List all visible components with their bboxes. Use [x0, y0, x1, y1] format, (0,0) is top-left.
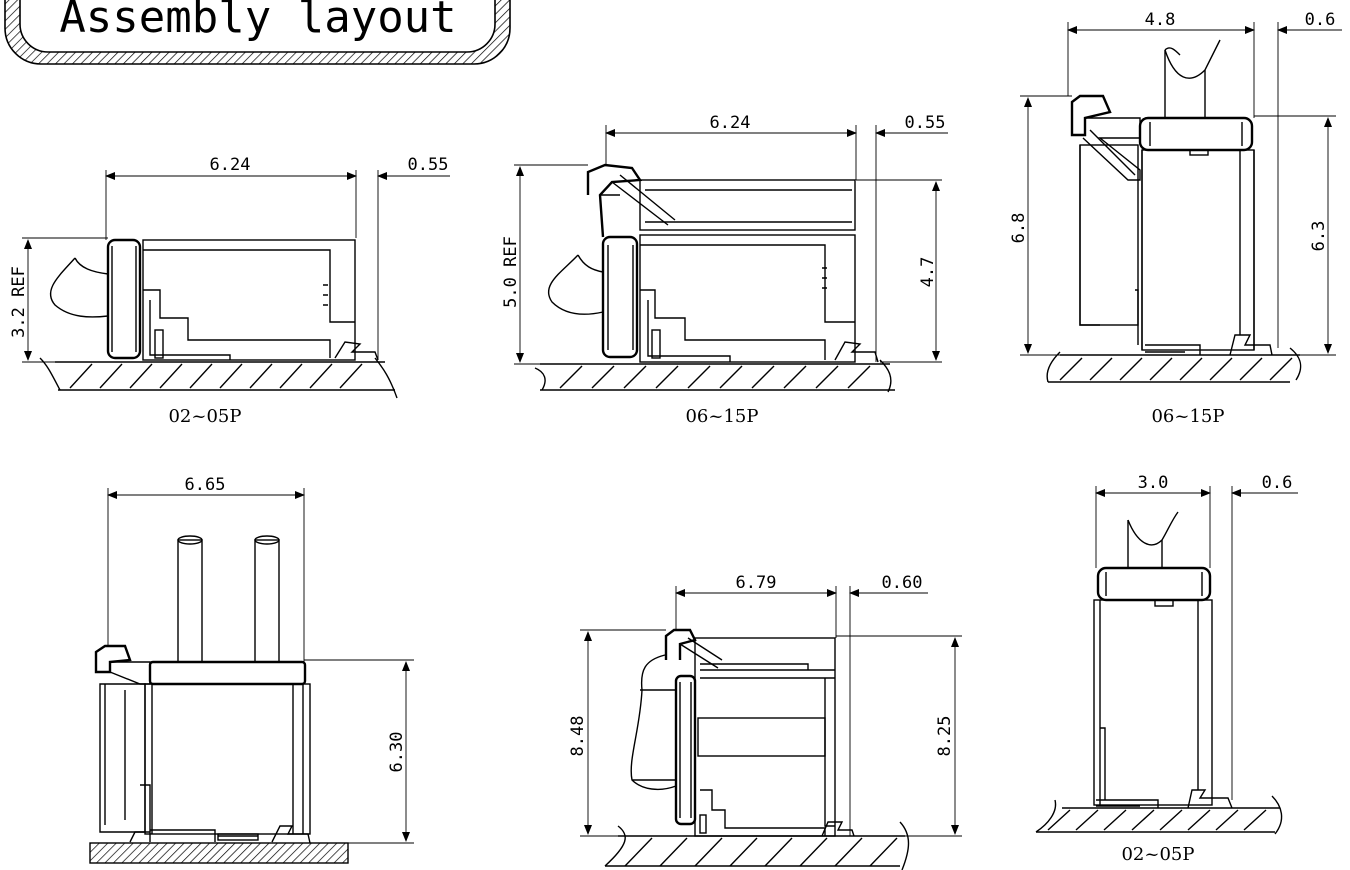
- view-06-15p-side: 6.24 0.55 5.0 REF 4.7 06~15P: [501, 113, 948, 427]
- view-caption: 02~05P: [168, 406, 241, 427]
- ground-hatch: [89, 842, 349, 864]
- ground-hatch: [604, 821, 910, 870]
- dim-width: 6.24: [710, 113, 751, 133]
- view-02-05p-top: 3.0 0.6 02~05P: [1035, 473, 1298, 865]
- dim-height-right: 6.3: [1309, 221, 1329, 252]
- dim-height-right: 8.25: [935, 716, 955, 757]
- view-caption: 06~15P: [1151, 406, 1224, 427]
- dim-offset: 0.55: [408, 155, 449, 175]
- view-02-05p-side: 6.24 0.55 3.2 REF 02~05P: [9, 155, 450, 427]
- ground-hatch: [534, 359, 895, 393]
- dim-height-right: 4.7: [918, 257, 938, 288]
- page-title: Assembly layout: [59, 0, 456, 43]
- view-bottom-left: 6.65 6.30: [89, 475, 414, 864]
- dim-height: 3.2 REF: [9, 266, 29, 338]
- dim-offset: 0.60: [882, 573, 923, 593]
- dim-width: 6.65: [185, 475, 226, 495]
- ground-hatch: [39, 357, 398, 399]
- dim-width: 4.8: [1145, 10, 1176, 30]
- dim-height: 6.30: [387, 732, 407, 773]
- title-block: Assembly layout: [4, 0, 511, 65]
- dim-height-left: 6.8: [1009, 213, 1029, 244]
- view-caption: 02~05P: [1121, 844, 1194, 865]
- view-bottom-center: 6.79 0.60 8.48 8.25: [568, 573, 962, 870]
- ground-hatch: [1035, 795, 1283, 835]
- dim-width: 6.79: [736, 573, 777, 593]
- view-caption: 06~15P: [685, 406, 758, 427]
- view-06-15p-top: 4.8 0.6 6.8 6.3 06~15P: [1009, 10, 1342, 427]
- dim-width: 6.24: [210, 155, 251, 175]
- dim-height-left: 8.48: [568, 716, 588, 757]
- dim-offset: 0.6: [1262, 473, 1293, 493]
- dim-height-left: 5.0 REF: [501, 236, 521, 308]
- dim-width: 3.0: [1138, 473, 1169, 493]
- dim-offset: 0.6: [1305, 10, 1336, 30]
- ground-hatch: [1046, 347, 1302, 383]
- dim-offset: 0.55: [905, 113, 946, 133]
